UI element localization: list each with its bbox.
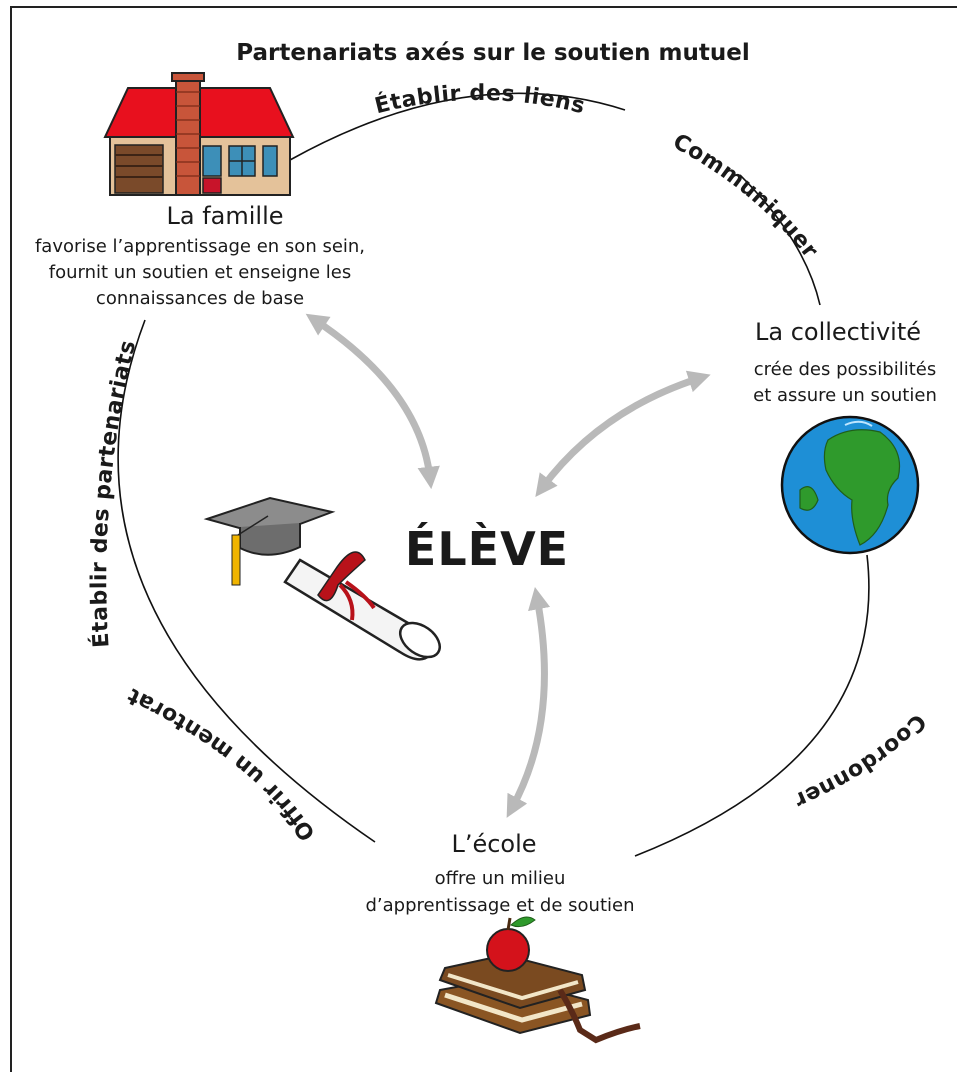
arc-left [117, 319, 376, 843]
arrow-family-student [305, 313, 440, 490]
arc-label-top-right: Communiquer [669, 129, 823, 263]
center-label: ÉLÈVE [405, 522, 569, 576]
node-family: La famille favorise l’apprentissage en s… [35, 202, 365, 309]
books-apple-icon [434, 916, 641, 1044]
arc-label-bottom-right: Coordonner [790, 709, 930, 813]
school-desc-line-2: d’apprentissage et de soutien [366, 895, 635, 916]
family-desc-line-1: favorise l’apprentissage en son sein, [35, 236, 365, 257]
house-icon [103, 72, 295, 196]
arc-label-left: Établir des partenariats [87, 338, 141, 649]
school-desc-line-1: offre un milieu [435, 868, 566, 889]
arc-label-bottom-left: Offrir un mentorat [123, 682, 320, 845]
community-desc-line-2: et assure un soutien [753, 385, 937, 406]
arc-top-right [739, 174, 821, 306]
node-community: La collectivité crée des possibilités et… [753, 318, 937, 406]
arc-label-top: Établir des liens [372, 81, 588, 119]
arrow-community-student [535, 370, 711, 497]
community-title: La collectivité [755, 318, 921, 346]
cycle-arcs [117, 92, 870, 857]
community-desc-line-1: crée des possibilités [754, 359, 937, 380]
diagram-title: Partenariats axés sur le soutien mutuel [236, 40, 750, 66]
family-title: La famille [166, 202, 283, 230]
diploma-graduation-cap-icon [203, 496, 441, 661]
globe-icon [780, 415, 920, 555]
arrow-school-student [506, 586, 551, 818]
family-desc-line-2: fournit un soutien et enseigne les [49, 262, 352, 283]
relationship-arrows [305, 313, 711, 818]
family-desc-line-3: connaissances de base [96, 288, 304, 309]
diagram-frame [10, 6, 957, 1072]
arc-bottom-right [634, 554, 870, 857]
node-school: L’école offre un milieu d’apprentissage … [366, 830, 635, 916]
school-title: L’école [451, 830, 536, 858]
arc-top [289, 92, 626, 161]
